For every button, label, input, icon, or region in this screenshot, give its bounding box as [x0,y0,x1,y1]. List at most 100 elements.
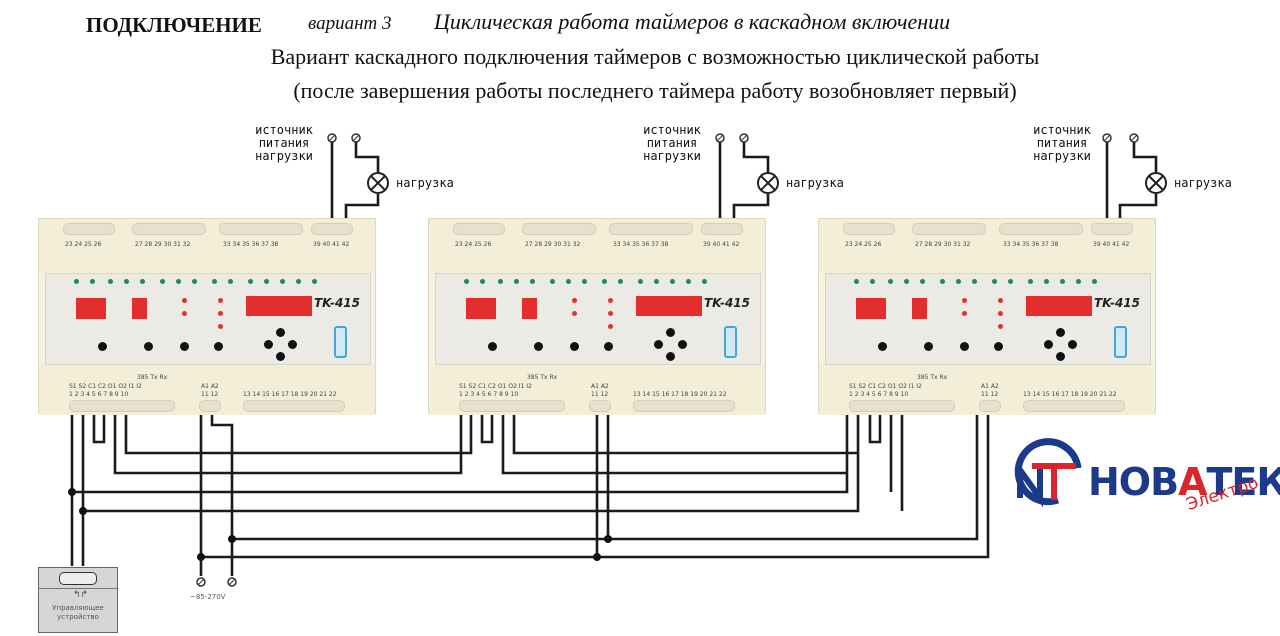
terminal-numbers: 1 2 3 4 5 6 7 8 9 10 [849,391,909,398]
terminal-numbers: 33 34 35 36 37 38 [223,241,279,248]
source-label-3: источник питания нагрузки [1033,123,1091,163]
junction-dot [79,507,87,515]
terminal-screw-icon [1102,133,1112,143]
wire-d1-loop [92,413,106,444]
control-device-label: Управляющее устройство [39,604,117,622]
wires [70,140,1158,576]
terminal-numbers: 13 14 15 16 17 18 19 20 21 22 [633,391,727,398]
junction-dot [604,535,612,543]
source-terminals [196,133,1139,587]
power-terminal-names: A1 A2 [981,383,999,390]
terminal-numbers: 33 34 35 36 37 38 [613,241,669,248]
subtitle-line-2: (после завершения работы последнего тайм… [293,78,1017,103]
terminal-numbers: 27 28 29 30 31 32 [525,241,581,248]
wire-load-1 [344,140,380,220]
diagram-heading: ПОДКЛЮЧЕНИЕ [86,13,262,37]
wire-d2-o-to-d3 [512,413,858,455]
cycle-button [180,342,189,351]
terminal-numbers: 1 2 3 4 5 6 7 8 9 10 [459,391,519,398]
load-label-3: нагрузка [1174,176,1232,190]
relay-display [76,298,106,319]
junction-dot [68,488,76,496]
logo-accent: А [1178,460,1207,504]
main-display [246,296,312,316]
wire-d1-o-to-d2-s2 [124,413,473,455]
terminal-screw-icon [351,133,361,143]
terminal-block [132,223,206,235]
port-indicator-icon [724,326,737,358]
supply-voltage-label: ~85-270V [190,593,226,601]
timer-device-2: 23 24 25 26 27 28 29 30 31 32 33 34 35 3… [428,218,766,415]
wire-d2-c-to-d3 [501,413,847,475]
terminal-names: S1 S2 C1 C2 O1 O2 I1 I2 [849,383,922,390]
bus-s2 [83,413,860,513]
junction-dot [197,553,205,561]
timer-device-3: 23 24 25 26 27 28 29 30 31 32 33 34 35 3… [818,218,1156,415]
terminal-numbers: 33 34 35 36 37 38 [1003,241,1059,248]
junction-dot [228,535,236,543]
terminal-numbers: 1 2 3 4 5 6 7 8 9 10 [69,391,129,398]
lamp-icon [1145,172,1167,194]
top-terminal-strip: 23 24 25 26 27 28 29 30 31 32 33 34 35 3… [429,219,765,273]
model-label: TK-415 [1093,296,1140,310]
port-indicator-icon [334,326,347,358]
terminal-block [243,400,345,412]
control-device-label-line1: Управляющее [52,604,104,612]
load-label-1: нагрузка [396,176,454,190]
terminal-numbers: 13 14 15 16 17 18 19 20 21 22 [243,391,337,398]
diagram-title: Циклическая работа таймеров в каскадном … [434,9,951,34]
logo-part2: ТЕК [1206,460,1280,504]
front-panel: TK-415 [45,273,371,365]
power-terminal-numbers: 11 12 [981,391,999,398]
terminal-block [199,400,221,412]
bus-power-a1 [201,413,990,559]
brand-logo-text: НОВАТЕК [1088,460,1280,504]
bus-s1 [72,413,849,494]
relay-button [98,342,107,351]
terminal-block [69,400,175,412]
terminal-numbers: 39 40 41 42 [703,241,740,248]
bottom-terminal-strip: S1 S2 C1 C2 O1 O2 I1 I2 1 2 3 4 5 6 7 8 … [39,365,375,415]
terminal-screw-icon [739,133,749,143]
top-terminal-strip: 23 24 25 26 27 28 29 30 31 32 33 34 35 3… [819,219,1155,273]
logo-part1: НОВ [1088,460,1179,504]
terminal-numbers: 39 40 41 42 [313,241,350,248]
wire-a2-d1 [210,413,234,576]
source-label-2: источник питания нагрузки [643,123,701,163]
novatek-logo-icon [1014,438,1082,508]
power-terminal-numbers: 11 12 [591,391,609,398]
lamp-icon [757,172,779,194]
power-terminal-names: A1 A2 [201,383,219,390]
terminal-screw-icon [715,133,725,143]
top-terminal-strip: 23 24 25 26 27 28 29 30 31 32 33 34 35 3… [39,219,375,273]
wire-load-2 [732,140,770,220]
front-panel: TK-415 [435,273,761,365]
terminal-numbers: 13 14 15 16 17 18 19 20 21 22 [1023,391,1117,398]
lamps [367,172,1167,194]
terminal-block [63,223,115,235]
subtitle-line-1: Вариант каскадного подключения таймеров … [270,44,1040,69]
timer-device-1: 23 24 25 26 27 28 29 30 31 32 33 34 35 3… [38,218,376,415]
terminal-screw-icon [227,577,237,587]
power-terminal-numbers: 11 12 [201,391,219,398]
range-button [214,342,223,351]
model-label: TK-415 [313,296,360,310]
terminal-names: S1 S2 C1 C2 O1 O2 I1 I2 [69,383,142,390]
lamp-icon [367,172,389,194]
wire-d3-loop [868,413,882,444]
terminal-numbers: 27 28 29 30 31 32 [135,241,191,248]
terminal-numbers: 23 24 25 26 [845,241,882,248]
control-device-label-line2: устройство [57,613,99,621]
terminal-numbers: 27 28 29 30 31 32 [915,241,971,248]
rs485-label: 385 Tx Rx [137,374,168,381]
combination-button [144,342,153,351]
rs485-label: 385 Tx Rx [917,374,948,381]
terminal-names: S1 S2 C1 C2 O1 O2 I1 I2 [459,383,532,390]
terminal-screw-icon [1129,133,1139,143]
load-label-2: нагрузка [786,176,844,190]
port-indicator-icon [1114,326,1127,358]
power-terminal-names: A1 A2 [591,383,609,390]
terminal-block [219,223,303,235]
terminal-numbers: 23 24 25 26 [65,241,102,248]
